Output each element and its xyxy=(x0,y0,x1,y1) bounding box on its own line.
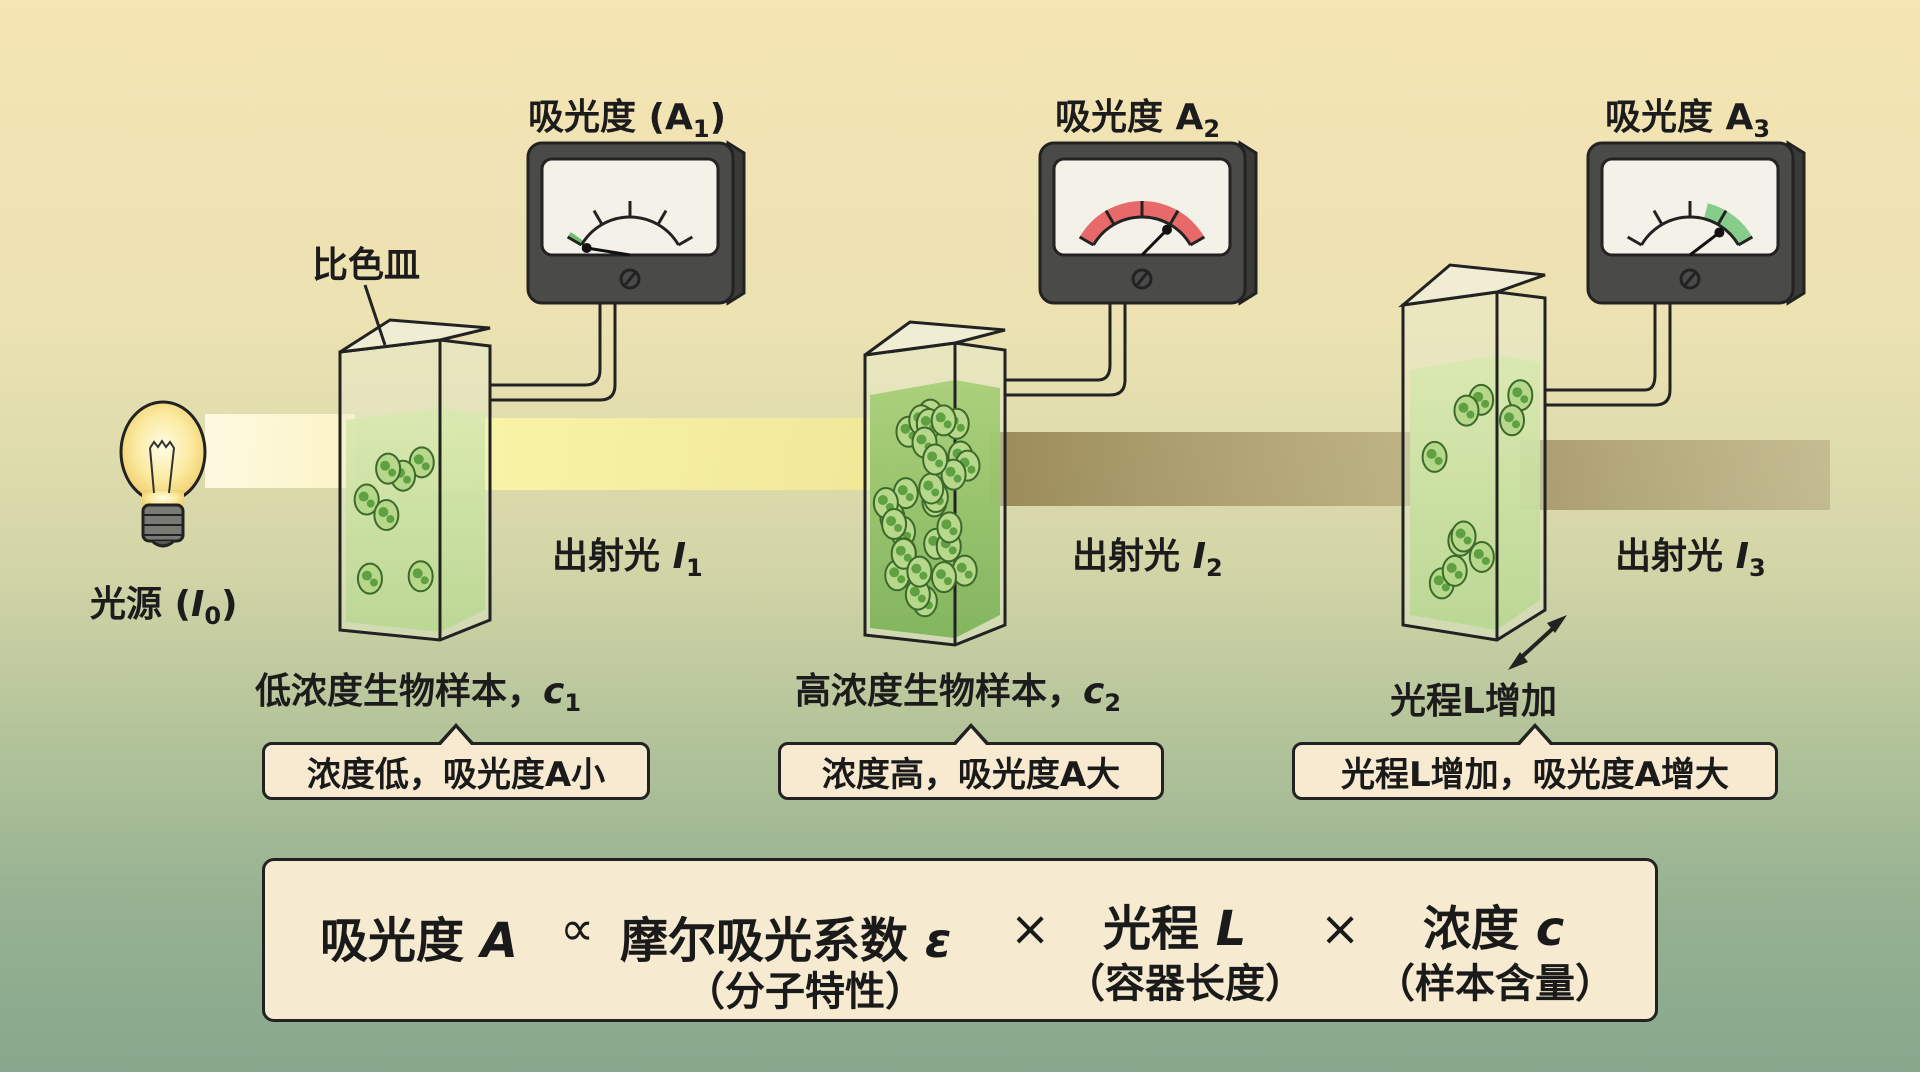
meter-screw-icon xyxy=(1679,268,1701,290)
algae-cell xyxy=(930,561,957,594)
cuvette-label-leader xyxy=(363,284,387,346)
transmitted-beam-3 xyxy=(1520,440,1830,510)
incident-light-beam xyxy=(205,414,355,488)
algae-cell xyxy=(918,472,945,505)
meter-screw-icon xyxy=(1131,268,1153,290)
algae-cell xyxy=(940,458,967,491)
meter-zone-2 xyxy=(1079,200,1205,245)
absorbance-label-1: 吸光度 (A1) xyxy=(528,97,727,143)
formula-note-concentration: （样本含量） xyxy=(1375,961,1615,1007)
algae-cell xyxy=(1453,394,1480,427)
absorbance-meter-1 xyxy=(526,140,746,306)
sample-label-1: 低浓度生物样本，c1 xyxy=(255,671,582,717)
algae-cell xyxy=(881,507,908,540)
output-light-label-3: 出射光 I3 xyxy=(1615,536,1766,582)
cuvette-3 xyxy=(1398,263,1567,670)
algae-cell xyxy=(906,555,933,588)
cuvette-2 xyxy=(863,320,1007,647)
algae-cell xyxy=(936,511,963,544)
times-symbol-1: × xyxy=(1010,901,1051,957)
output-light-label-1: 出射光 I1 xyxy=(552,536,703,582)
algae-cell xyxy=(407,560,434,593)
algae-cell xyxy=(1468,540,1495,573)
algae-cell xyxy=(1450,520,1477,553)
light-source-label: 光源 (I0) xyxy=(90,584,238,630)
formula-term-concentration: 浓度 c xyxy=(1423,901,1565,957)
proportional-symbol: ∝ xyxy=(560,901,595,957)
callout-low-concentration: 浓度低，吸光度A小 xyxy=(262,723,650,800)
absorbance-label-3: 吸光度 A3 xyxy=(1605,97,1771,143)
light-bulb-icon xyxy=(119,400,207,548)
callout-high-concentration: 浓度高，吸光度A大 xyxy=(778,723,1164,800)
algae-cell xyxy=(373,499,400,532)
algae-cell xyxy=(375,452,402,485)
algae-cell xyxy=(1441,554,1468,587)
absorbance-meter-3 xyxy=(1586,140,1806,306)
algae-cell xyxy=(930,404,957,437)
sample-label-2: 高浓度生物样本，c2 xyxy=(795,671,1122,717)
cuvette-label: 比色皿 xyxy=(312,245,421,286)
formula-lhs: 吸光度 A xyxy=(320,913,518,969)
algae-cell xyxy=(356,562,383,595)
meter-screw-icon xyxy=(619,268,641,290)
algae-cell xyxy=(922,443,949,476)
meter-needle-2 xyxy=(1140,228,1169,257)
algae-cell xyxy=(951,554,978,587)
meter-zone-3 xyxy=(1703,203,1753,245)
formula-term-path-length: 光程 L xyxy=(1103,901,1247,957)
cells-1 xyxy=(353,446,435,595)
formula-term-molar-absorptivity: 摩尔吸光系数 ε xyxy=(620,913,952,969)
algae-cell xyxy=(1498,404,1525,437)
times-symbol-2: × xyxy=(1320,901,1361,957)
algae-cell xyxy=(904,578,931,611)
transmitted-beam-1 xyxy=(430,418,870,490)
meter-needle-1 xyxy=(586,246,631,257)
cuvette-1 xyxy=(338,284,492,642)
callout-path-length: 光程L增加，吸光度A增大 xyxy=(1292,723,1778,800)
transmitted-beam-2 xyxy=(990,432,1410,506)
cells-2 xyxy=(872,398,981,618)
absorbance-label-2: 吸光度 A2 xyxy=(1055,97,1221,143)
algae-cell xyxy=(353,483,380,516)
formula-note-molar: （分子特性） xyxy=(685,969,925,1015)
cells-3 xyxy=(1421,379,1534,600)
path-length-label: 光程L增加 xyxy=(1390,681,1557,722)
path-length-arrow-icon xyxy=(1508,615,1567,670)
meter-zone-1 xyxy=(567,232,584,245)
beer-lambert-formula-box: 吸光度 A ∝ 摩尔吸光系数 ε （分子特性） × 光程 L （容器长度） × … xyxy=(262,858,1658,1022)
absorbance-meter-2 xyxy=(1038,140,1258,306)
meter-needle-3 xyxy=(1689,231,1721,257)
algae-cell xyxy=(1421,440,1448,473)
formula-note-path: （容器长度） xyxy=(1065,961,1305,1007)
output-light-label-2: 出射光 I2 xyxy=(1072,536,1223,582)
